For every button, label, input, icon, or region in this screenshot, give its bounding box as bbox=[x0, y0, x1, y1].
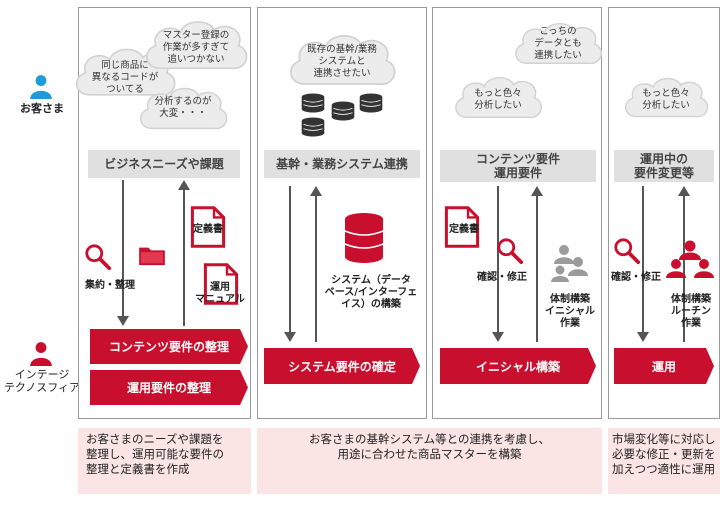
arrow-up-icon bbox=[310, 186, 322, 342]
requirement-change-bar: 運用中の 要件変更等 bbox=[614, 150, 714, 182]
database-cluster-icon bbox=[330, 100, 356, 122]
initial-work-label: 体制構築 イニシャル 作業 bbox=[545, 294, 595, 329]
system-build-label: システム（データ ベース/インターフェ イス）の構築 bbox=[324, 275, 418, 310]
team-red-icon bbox=[666, 240, 714, 278]
magnifier-icon bbox=[613, 237, 641, 265]
operation-requirements-step: 運用要件の整理 bbox=[90, 370, 248, 405]
business-needs-bar: ビジネスニーズや課題 bbox=[88, 150, 240, 178]
check-fix-label: 確認・修正 bbox=[477, 272, 527, 283]
database-cluster-icon bbox=[300, 116, 326, 138]
description-col1: お客さまのニーズや課題を 整理し、運用可能な要件の 整理と定義書を作成 bbox=[78, 428, 251, 494]
manual-doc-label: 運用 マニュアル bbox=[195, 282, 245, 305]
arrow-down-icon bbox=[492, 186, 504, 342]
routine-work-label: 体制構築 ルーチン 作業 bbox=[671, 294, 711, 329]
arrow-up-icon bbox=[678, 186, 690, 342]
database-cluster-icon bbox=[358, 92, 384, 114]
database-icon bbox=[344, 213, 384, 263]
cloud-text-more-analysis: もっと色々 分析したい bbox=[642, 88, 690, 111]
definition-doc-label: 定義書 bbox=[449, 224, 479, 235]
team-gray-icon bbox=[551, 245, 588, 282]
initial-build-step: イニシャル構築 bbox=[440, 348, 596, 384]
cloud-text-more-analysis: もっと色々 分析したい bbox=[474, 88, 522, 111]
operation-step: 運用 bbox=[614, 348, 714, 384]
arrow-up-icon bbox=[531, 186, 543, 342]
consolidate-label: 集約・整理 bbox=[85, 280, 135, 291]
content-operation-requirements-bar: コンテンツ要件 運用要件 bbox=[440, 150, 596, 182]
check-fix-label: 確認・修正 bbox=[611, 272, 661, 283]
company-person-icon bbox=[28, 340, 54, 366]
company-label: インテージ テクノスフィア bbox=[3, 368, 81, 394]
arrow-down-icon bbox=[117, 180, 129, 326]
arrow-down-icon bbox=[284, 186, 296, 342]
customer-person-icon bbox=[28, 73, 54, 99]
description-col4: 市場変化等に対応し 必要な修正・更新を 加えつつ適性に運用 bbox=[608, 428, 720, 494]
database-cluster-icon bbox=[300, 92, 326, 114]
cloud-text-code-mismatch: 同じ商品に 異なるコードが ついてる bbox=[91, 60, 159, 95]
magnifier-icon bbox=[496, 237, 524, 265]
cloud-text-link-other-data: こっちの データとも 連携したい bbox=[534, 26, 582, 61]
arrow-down-icon bbox=[637, 186, 649, 342]
cloud-text-integrate-systems: 既存の基幹/業務 システムと 連携させたい bbox=[307, 44, 377, 79]
folder-icon bbox=[138, 244, 166, 266]
system-integration-bar: 基幹・業務システム連携 bbox=[264, 150, 420, 178]
arrow-up-icon bbox=[178, 180, 190, 326]
cloud-text-hard-to-analyze: 分析するのが 大変・・・ bbox=[154, 96, 212, 119]
definition-doc-label: 定義書 bbox=[193, 224, 223, 235]
customer-label: お客さま bbox=[20, 102, 64, 115]
description-col23: お客さまの基幹システム等との連携を考慮し、 用途に合わせた商品マスターを構築 bbox=[257, 428, 602, 494]
system-requirements-step: システム要件の確定 bbox=[264, 348, 420, 384]
magnifier-icon bbox=[84, 243, 112, 271]
content-requirements-step: コンテンツ要件の整理 bbox=[90, 329, 248, 364]
cloud-text-too-much-work: マスター登録の 作業が多すぎて 追いつかない bbox=[162, 30, 230, 65]
